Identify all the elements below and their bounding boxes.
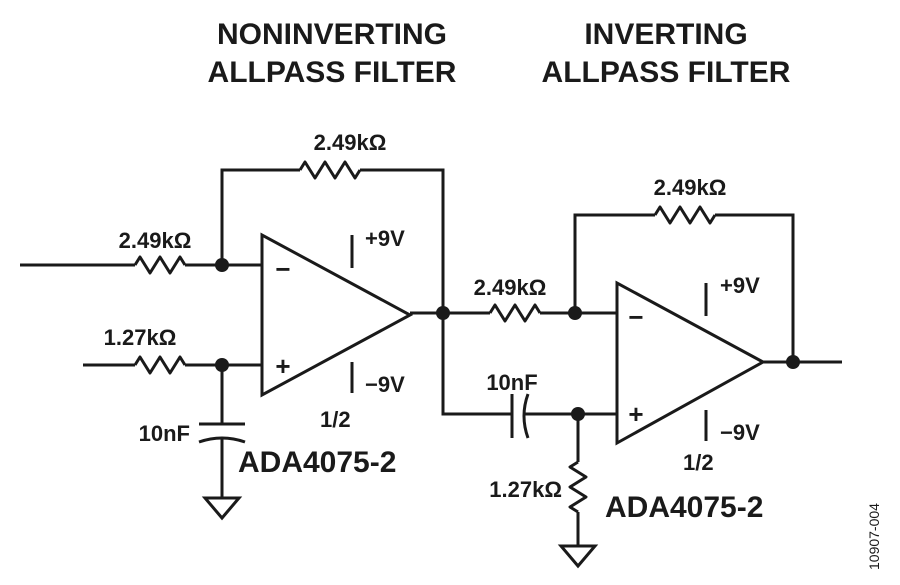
stage1-plus-sign: + [275, 351, 290, 381]
stage2-feedback-wire-left [573, 213, 655, 313]
stage2-cap-plate-right [522, 393, 530, 439]
stage1-opamp-triangle [260, 232, 414, 398]
stage1-input-resistor-label: 2.49kΩ [119, 228, 192, 253]
stage2-capacitor-label: 10nF [486, 370, 537, 395]
stage2-output-junction-dot [786, 355, 800, 369]
stage1-part-label: ADA4075-2 [238, 446, 396, 479]
stage2-feedback-resistor-label: 2.49kΩ [654, 175, 727, 200]
stage1-section-label: 1/2 [320, 407, 351, 432]
stage2-input-resistor [488, 303, 542, 323]
stage2-plus-resistor-label: 1.27kΩ [489, 477, 562, 502]
stage1-feedback-wire-left [220, 168, 300, 265]
stage2-input-resistor-label: 2.49kΩ [474, 275, 547, 300]
stage1-feedback-resistor-label: 2.49kΩ [314, 130, 387, 155]
stage2-opamp-triangle [615, 280, 767, 446]
stage2-feedback-wire-right [715, 213, 795, 362]
stage1-ground-icon [201, 496, 243, 521]
stage2-minus-sign: − [628, 302, 643, 332]
inverting-title-line2: ALLPASS FILTER [542, 56, 791, 89]
stage1-supply-neg-label: −9V [365, 372, 405, 397]
stage1-plus-resistor-label: 1.27kΩ [104, 325, 177, 350]
stage2-section-label: 1/2 [683, 450, 714, 475]
stage1-feedback-wire-right [360, 168, 445, 313]
figure-code: 10907-004 [866, 503, 882, 570]
noninverting-title-line2: ALLPASS FILTER [208, 56, 457, 89]
stage1-plus-resistor [133, 355, 187, 375]
stage2-plus-resistor [568, 460, 588, 514]
stage2-plus-sign: + [628, 399, 643, 429]
stage1-minus-sign: − [275, 254, 290, 284]
inverting-title-line1: INVERTING [584, 18, 747, 51]
stage2-part-label: ADA4075-2 [605, 491, 763, 524]
stage1-minus-junction-dot [215, 258, 229, 272]
stage2-cap-wire-left [441, 313, 512, 416]
stage2-feedback-resistor [653, 205, 717, 225]
stage2-supply-neg-label: −9V [720, 420, 760, 445]
noninverting-title-line1: NONINVERTING [217, 18, 447, 51]
stage2-supply-pos-label: +9V [720, 273, 760, 298]
stage1-input-resistor [133, 255, 187, 275]
stage1-feedback-resistor [298, 160, 362, 180]
stage2-ground-icon [557, 544, 599, 569]
stage1-capacitor-label: 10nF [139, 421, 190, 446]
stage1-supply-pos-label: +9V [365, 226, 405, 251]
